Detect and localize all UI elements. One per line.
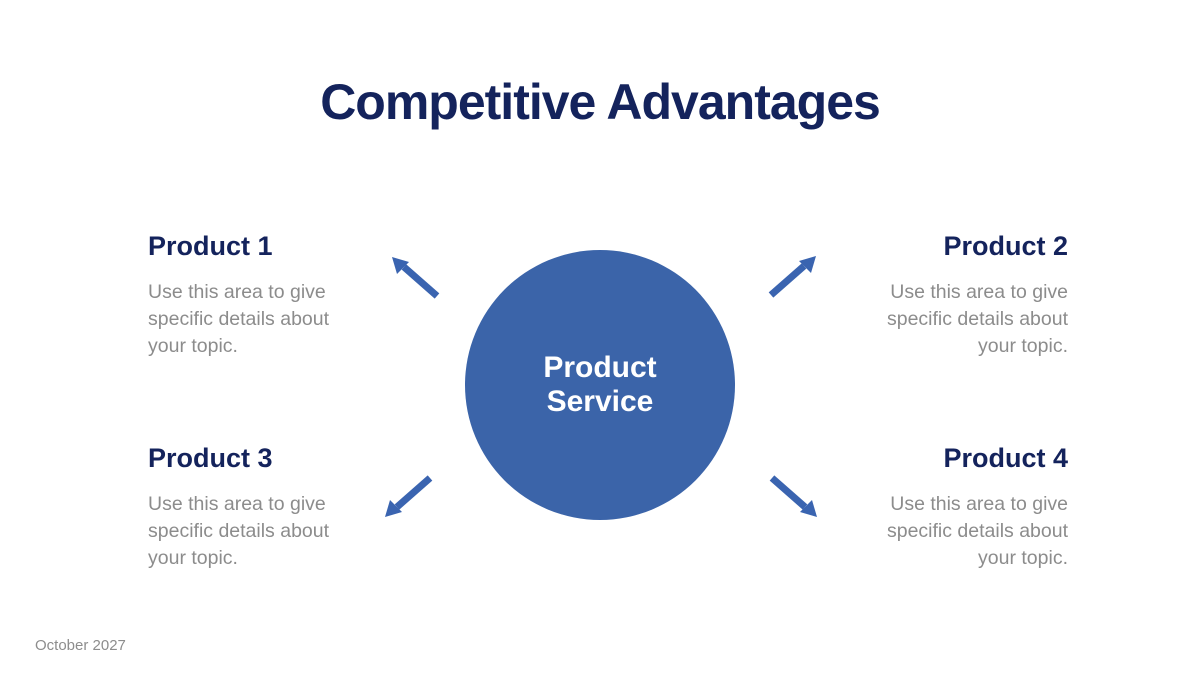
arrow-up-left-icon bbox=[392, 257, 440, 299]
product-2-heading: Product 2 bbox=[943, 231, 1068, 261]
product-block-3: Product 3 Use this area to give specific… bbox=[148, 442, 378, 572]
description-line: Use this area to give bbox=[890, 493, 1068, 515]
circle-label-line-1: Product bbox=[543, 351, 657, 384]
product-1-heading: Product 1 bbox=[148, 231, 273, 261]
product-block-1: Product 1 Use this area to give specific… bbox=[148, 230, 378, 360]
slide-title: Competitive Advantages bbox=[320, 74, 881, 130]
product-4-heading: Product 4 bbox=[943, 443, 1068, 473]
product-4-description: Use this area to give specific details a… bbox=[838, 491, 1068, 572]
arrow-down-right-icon bbox=[769, 475, 817, 517]
description-line: Use this area to give bbox=[148, 281, 326, 303]
circle-label-line-2: Service bbox=[546, 385, 654, 418]
product-block-4: Product 4 Use this area to give specific… bbox=[838, 442, 1068, 572]
description-line: Use this area to give bbox=[148, 493, 326, 515]
product-1-description: Use this area to give specific details a… bbox=[148, 279, 378, 360]
description-line: specific details about bbox=[148, 520, 330, 542]
description-line: Use this area to give bbox=[890, 281, 1068, 303]
description-line: your topic. bbox=[148, 547, 238, 569]
product-3-heading: Product 3 bbox=[148, 443, 273, 473]
footer-date: October 2027 bbox=[35, 637, 126, 654]
description-line: your topic. bbox=[978, 335, 1068, 357]
product-2-description: Use this area to give specific details a… bbox=[838, 279, 1068, 360]
arrow-up-right-icon bbox=[768, 256, 816, 298]
description-line: specific details about bbox=[148, 308, 330, 330]
description-line: specific details about bbox=[886, 520, 1068, 542]
product-3-description: Use this area to give specific details a… bbox=[148, 491, 378, 572]
description-line: specific details about bbox=[886, 308, 1068, 330]
product-block-2: Product 2 Use this area to give specific… bbox=[838, 230, 1068, 360]
center-circle: Product Service bbox=[465, 250, 735, 520]
description-line: your topic. bbox=[148, 335, 238, 357]
description-line: your topic. bbox=[978, 547, 1068, 569]
arrow-down-left-icon bbox=[385, 475, 433, 517]
